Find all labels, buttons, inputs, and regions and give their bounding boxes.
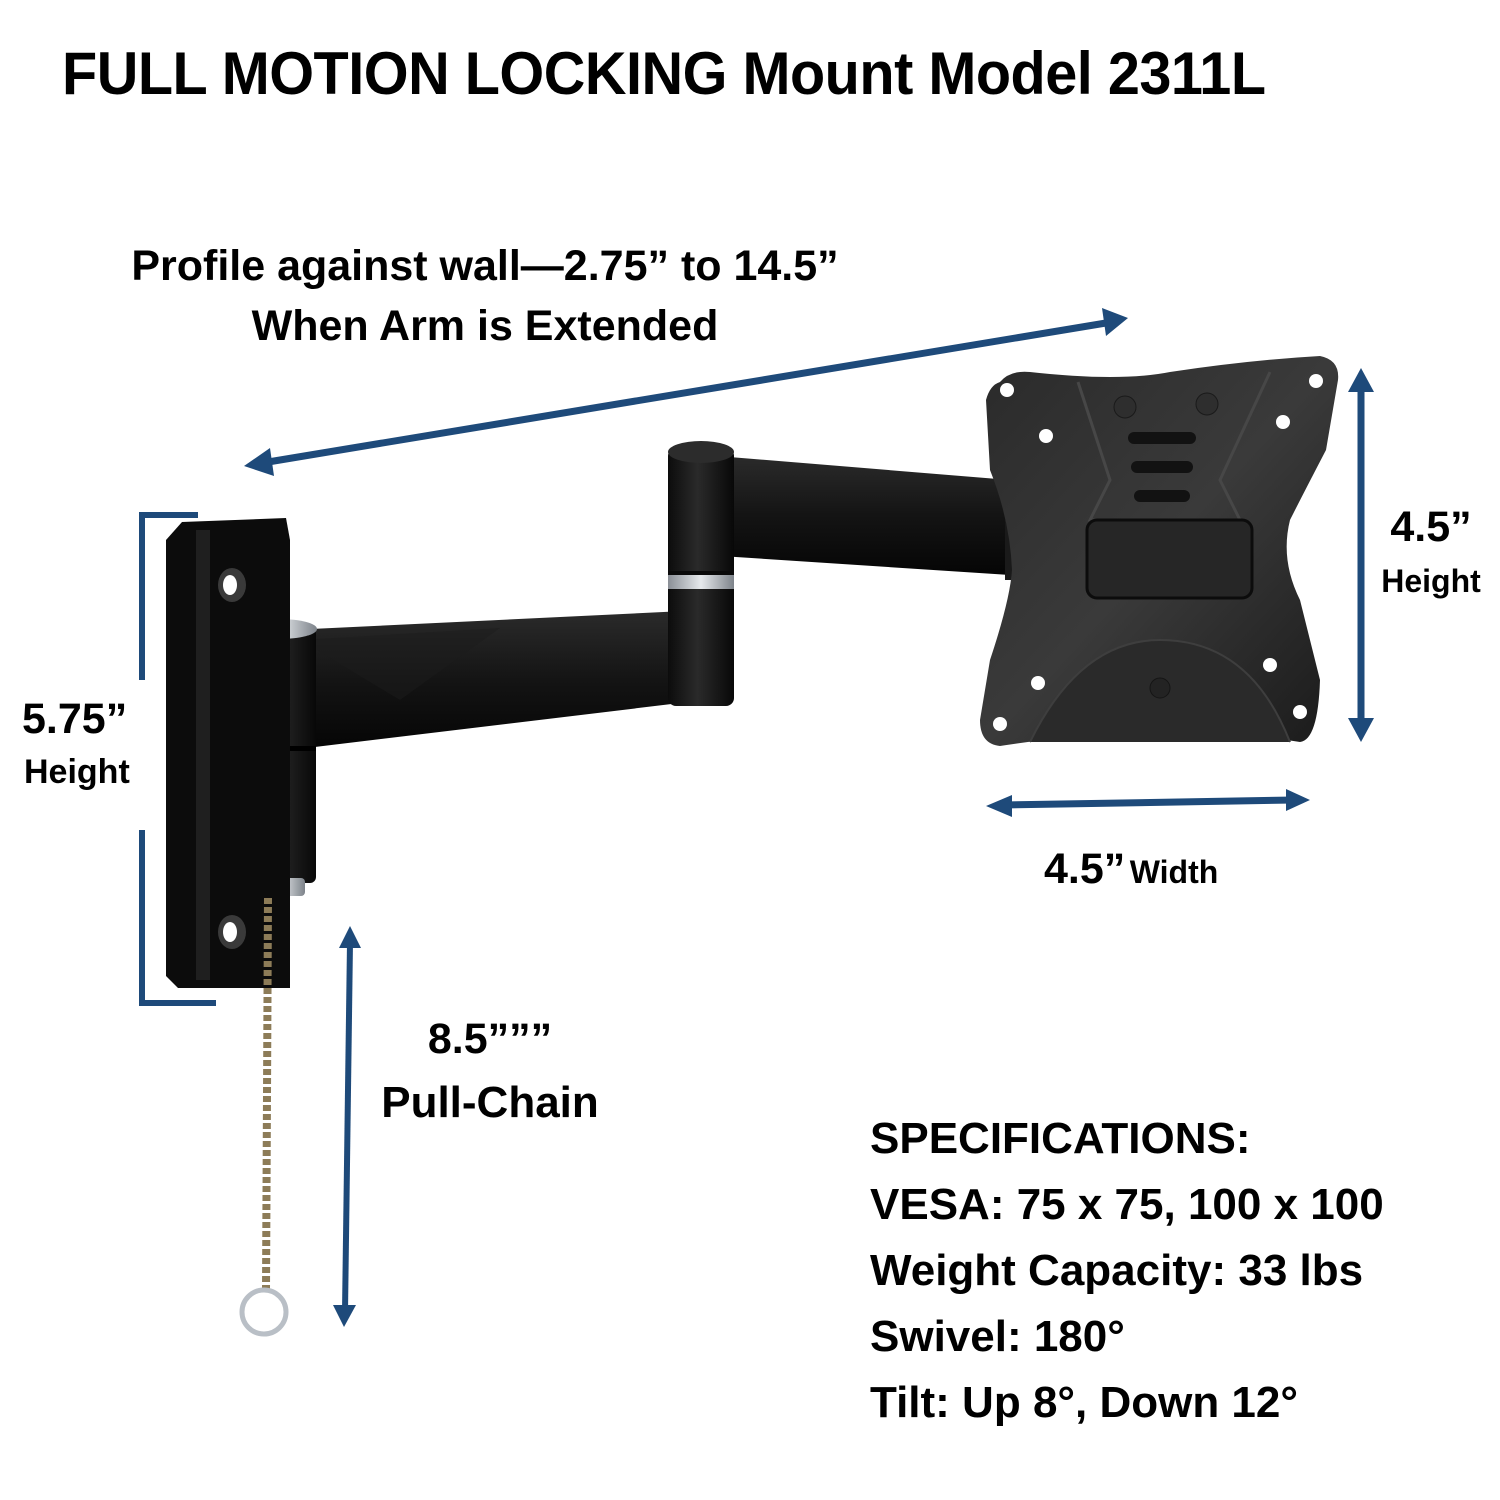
wall-plate-bracket-icon: [139, 512, 216, 1006]
specifications-block: SPECIFICATIONS: VESA: 75 x 75, 100 x 100…: [870, 1117, 1384, 1447]
wall-plate: [166, 518, 290, 988]
profile-annotation-line2: When Arm is Extended: [251, 302, 719, 350]
pull-chain: [239, 897, 289, 1337]
pull-chain-value: 8.5”””: [427, 1015, 553, 1063]
specifications-heading: SPECIFICATIONS:: [870, 1114, 1251, 1163]
profile-annotation: Profile against wall—2.75” to 14.5” When…: [60, 245, 910, 365]
wall-plate-height-value: 5.75”: [22, 695, 128, 743]
spec-weight-capacity: Weight Capacity: 33 lbs: [870, 1246, 1364, 1295]
vesa-width-double-arrow-icon: [986, 789, 1310, 817]
pull-chain-double-arrow-icon: [333, 926, 361, 1327]
vesa-width-label: Width: [1129, 854, 1219, 890]
profile-double-arrow-icon: [244, 308, 1128, 476]
vesa-width-annotation: 4.5” Width: [1044, 848, 1218, 891]
wall-plate-height-label: Height: [24, 753, 130, 791]
vesa-height-value: 4.5”: [1390, 503, 1472, 551]
vesa-height-double-arrow-icon: [1348, 368, 1374, 742]
spec-swivel: Swivel: 180°: [870, 1312, 1125, 1361]
page-title: FULL MOTION LOCKING Mount Model 2311L: [62, 40, 1266, 107]
articulating-arm: [241, 441, 1010, 896]
pull-chain-annotation: 8.5””” Pull-Chain: [360, 1018, 620, 1125]
wall-plate-height-annotation: 5.75” Height: [22, 695, 130, 791]
vesa-plate: [980, 356, 1339, 746]
vesa-height-label: Height: [1381, 563, 1481, 599]
spec-tilt: Tilt: Up 8°, Down 12°: [870, 1378, 1298, 1427]
vesa-height-annotation: 4.5” Height: [1372, 503, 1490, 599]
spec-vesa: VESA: 75 x 75, 100 x 100: [870, 1180, 1384, 1229]
pull-chain-label: Pull-Chain: [381, 1078, 599, 1127]
profile-annotation-line1: Profile against wall—2.75” to 14.5”: [131, 242, 839, 290]
vesa-width-value: 4.5”: [1044, 845, 1126, 893]
